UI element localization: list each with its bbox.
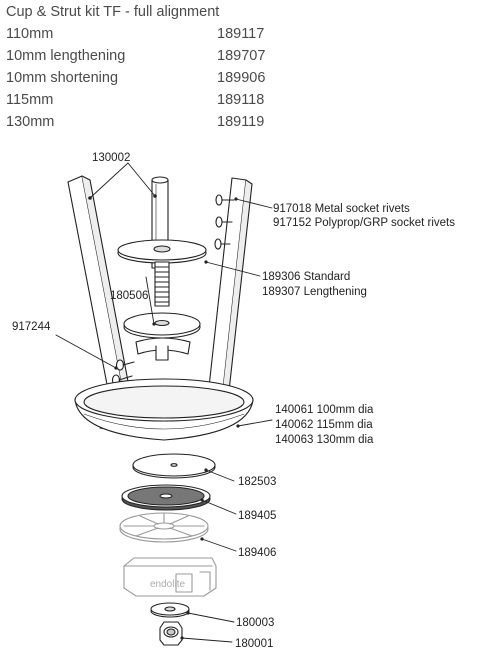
label-nut: 180001 — [235, 638, 273, 650]
kit-row: 110mm 189117 — [6, 26, 326, 46]
kit-name: 10mm lengthening — [6, 48, 126, 64]
label-dome: 189405 — [238, 510, 276, 522]
kit-row: 130mm 189119 — [6, 114, 326, 134]
dome-icon — [121, 484, 211, 511]
label-cup-130: 140063 130mm dia — [275, 434, 374, 446]
label-disc: 182503 — [238, 476, 276, 488]
wing-icon — [135, 337, 191, 361]
nut-icon — [159, 621, 183, 646]
kit-name: 115mm — [6, 92, 54, 108]
flat-washer-icon — [150, 602, 190, 618]
label-struts: 130002 — [92, 152, 130, 164]
label-flat-washer: 180003 — [236, 617, 274, 629]
label-spoke: 189406 — [238, 547, 276, 559]
label-plate-lengthening: 189307 Lengthening — [262, 286, 367, 298]
threaded-bolt — [154, 261, 170, 307]
spoke-icon — [119, 512, 209, 543]
kit-code: 189906 — [217, 70, 266, 86]
label-cup-115: 140062 115mm dia — [275, 419, 373, 431]
label-rivets-metal: 917018 Metal socket rivets — [273, 203, 410, 215]
kit-row: 10mm shortening 189906 — [6, 70, 326, 90]
cup-icon — [74, 378, 254, 441]
leader-lines — [55, 162, 273, 643]
kit-code: 189119 — [217, 114, 265, 130]
kit-code: 189118 — [217, 92, 265, 108]
washer-icon — [123, 312, 201, 339]
label-washer: 180506 — [110, 290, 148, 302]
kit-row: 115mm 189118 — [6, 92, 326, 112]
endolite-logo: endolite — [150, 579, 185, 590]
kit-code: 189707 — [217, 48, 266, 64]
adaptor-icon: endolite — [123, 557, 217, 597]
plate-disc — [117, 239, 207, 264]
leader-dots — [88, 194, 240, 640]
label-screws: 917244 — [12, 321, 51, 333]
label-plate-standard: 189306 Standard — [262, 271, 350, 283]
kit-row: 10mm lengthening 189707 — [6, 48, 326, 68]
kit-name: 10mm shortening — [6, 70, 119, 86]
disc-icon — [132, 453, 216, 479]
kit-name: 130mm — [6, 114, 55, 130]
kit-code: 189117 — [217, 26, 265, 42]
label-rivets-poly: 917152 Polyprop/GRP socket rivets — [273, 217, 455, 229]
rivets-icon — [214, 194, 235, 250]
kit-table-title: Cup & Strut kit TF - full alignment — [6, 4, 220, 20]
label-cup-100: 140061 100mm dia — [275, 404, 374, 416]
kit-name: 110mm — [6, 26, 54, 42]
